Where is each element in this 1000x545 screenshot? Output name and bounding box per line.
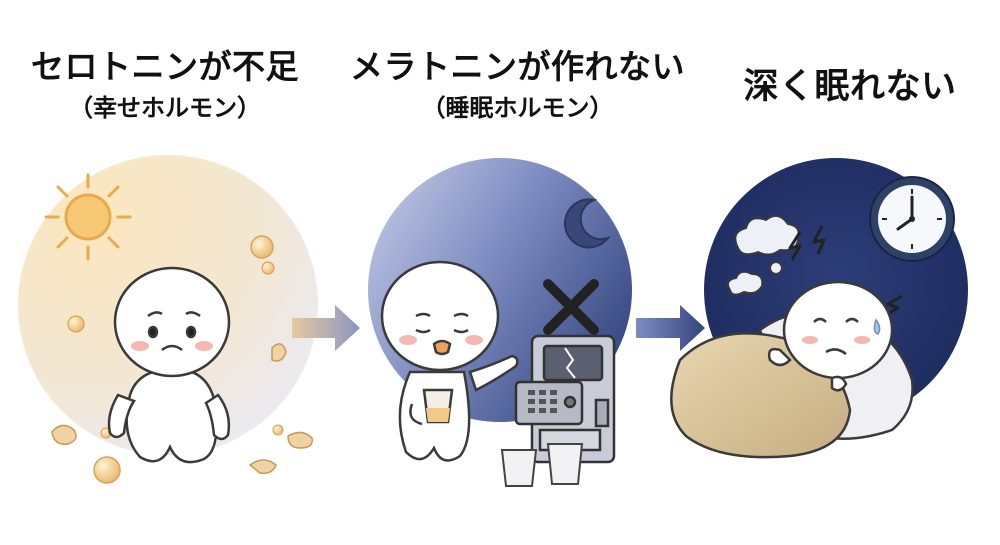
panel1-subtitle: （幸せホルモン）: [0, 88, 330, 123]
panel1-title: セロトニンが不足: [0, 40, 330, 88]
panel3-title: 深く眠れない: [700, 58, 1000, 109]
clock-icon: [870, 177, 954, 261]
arrow-icon: [636, 305, 705, 351]
panel2-title: メラトニンが作れない: [335, 40, 700, 88]
panel2-illustration: [368, 158, 632, 486]
panel2-subtitle: （睡眠ホルモン）: [335, 88, 700, 123]
panel3-illustration: [671, 158, 968, 457]
sun-icon: [46, 175, 130, 259]
illustration-scene: [0, 150, 1000, 545]
panel1-illustration: [18, 155, 318, 483]
